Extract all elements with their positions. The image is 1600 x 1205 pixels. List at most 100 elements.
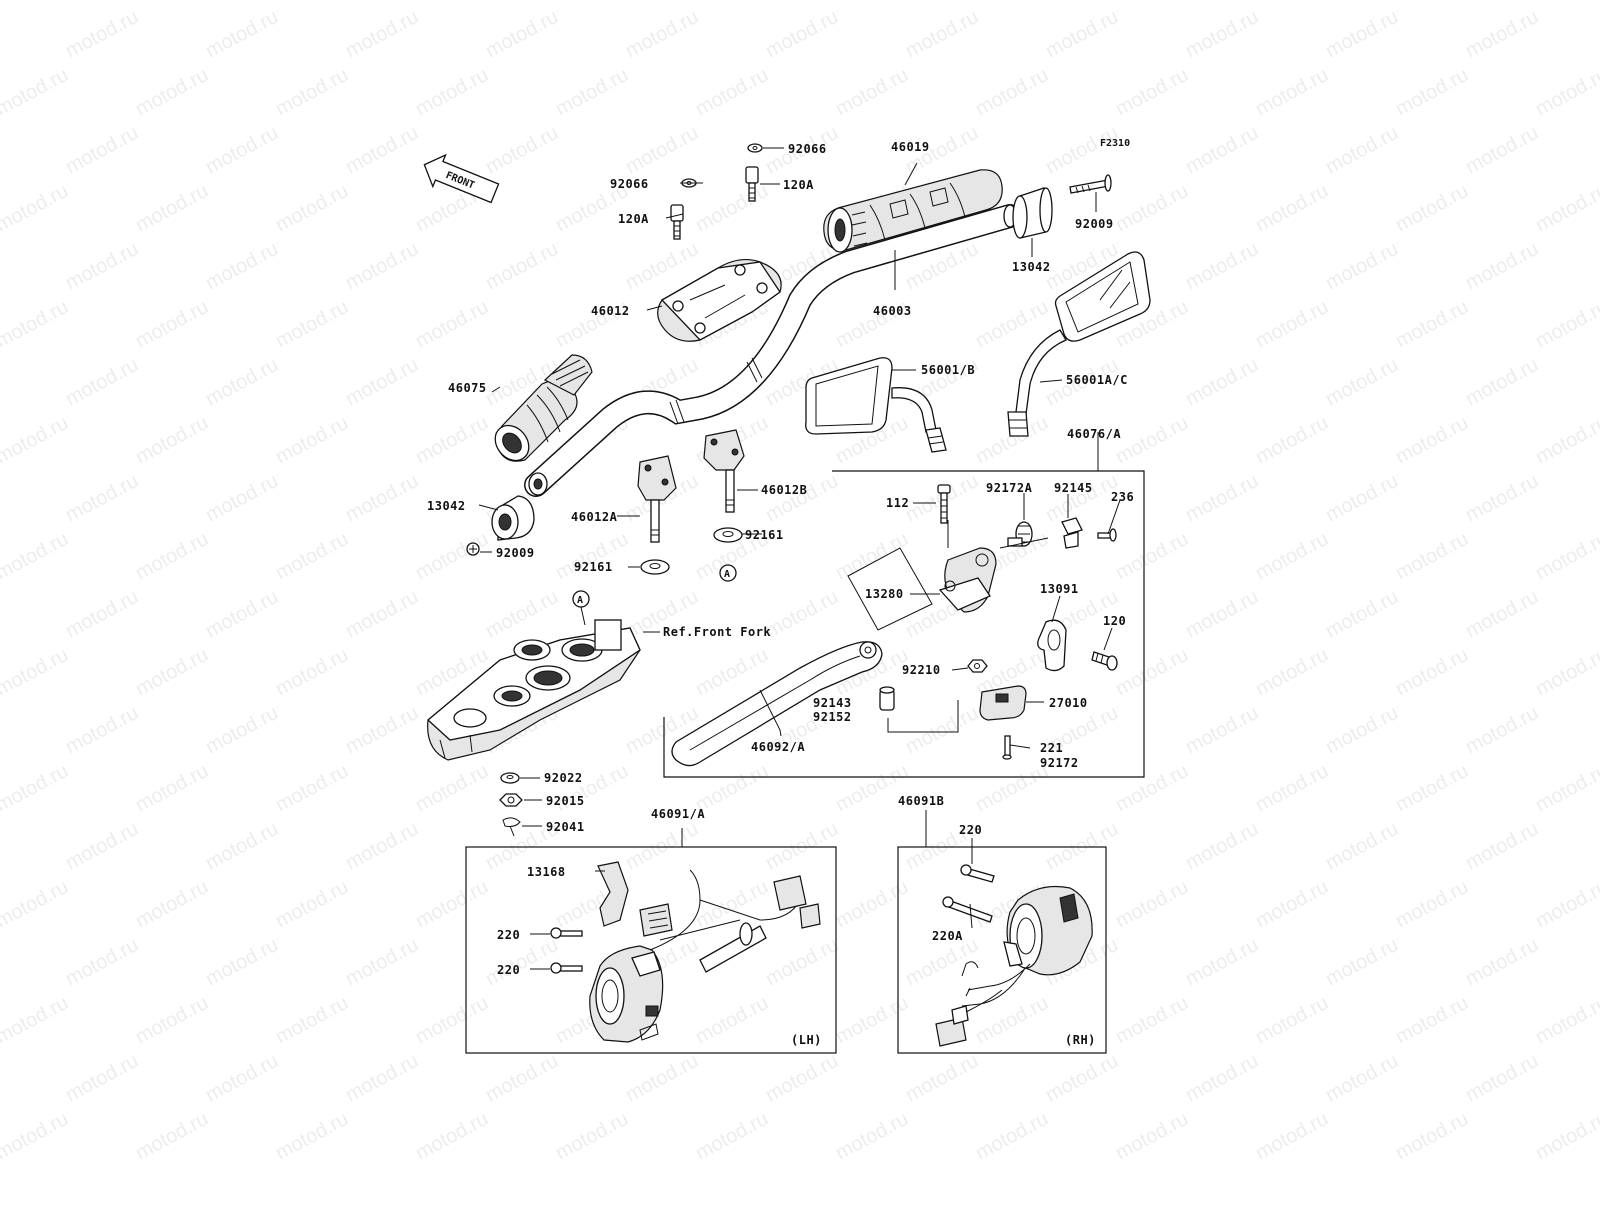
watermark-text: motod.ru <box>0 412 72 468</box>
watermark-text: motod.ru <box>1532 760 1600 816</box>
watermark-text: motod.ru <box>202 586 282 642</box>
watermark-text: motod.ru <box>692 64 772 120</box>
watermark-text: motod.ru <box>62 6 142 62</box>
label-120: 120 <box>1103 614 1126 628</box>
label-92066-right: 92066 <box>788 142 827 156</box>
watermark-text: motod.ru <box>62 934 142 990</box>
watermark-text: motod.ru <box>482 6 562 62</box>
label-46091a: 46091/A <box>651 807 705 821</box>
watermark-text: motod.ru <box>1112 180 1192 236</box>
watermark-text: motod.ru <box>1532 1108 1600 1164</box>
screw-220-rh <box>960 864 995 883</box>
watermark-text: motod.ru <box>412 528 492 584</box>
watermark-text: motod.ru <box>272 180 352 236</box>
lh-switch-housing-part <box>589 945 664 1043</box>
watermark-text: motod.ru <box>1462 586 1542 642</box>
label-27010: 27010 <box>1049 696 1088 710</box>
watermark-text: motod.ru <box>272 644 352 700</box>
watermark-text: motod.ru <box>1322 6 1402 62</box>
watermark-text: motod.ru <box>132 644 212 700</box>
ref-circle-a-lower: A <box>572 590 590 608</box>
label-120a-left: 120A <box>618 212 649 226</box>
upper-holder-part <box>657 258 782 342</box>
watermark-text: motod.ru <box>412 992 492 1048</box>
lh-switch-box <box>465 846 837 1054</box>
watermark-text: motod.ru <box>0 992 72 1048</box>
switch-27010 <box>979 685 1027 721</box>
watermark-text: motod.ru <box>622 818 702 874</box>
lower-holder-a-part <box>637 455 677 543</box>
label-46091b: 46091B <box>898 794 944 808</box>
watermark-text: motod.ru <box>202 238 282 294</box>
watermark-text: motod.ru <box>1392 528 1472 584</box>
watermark-text: motod.ru <box>1532 876 1600 932</box>
watermark-text: motod.ru <box>0 180 72 236</box>
watermark-text: motod.ru <box>1462 702 1542 758</box>
svg-text:A: A <box>577 595 583 606</box>
watermark-text: motod.ru <box>1532 644 1600 700</box>
bolt-112 <box>937 484 951 524</box>
watermark-text: motod.ru <box>1462 354 1542 410</box>
watermark-text: motod.ru <box>832 876 912 932</box>
watermark-text: motod.ru <box>1112 1108 1192 1164</box>
label-ref-front-fork: Ref.Front Fork <box>663 625 771 639</box>
clutch-holder-13280 <box>938 547 997 613</box>
watermark-text: motod.ru <box>692 992 772 1048</box>
watermark-text: motod.ru <box>1252 876 1332 932</box>
label-13042-right: 13042 <box>1012 260 1051 274</box>
assembly-bracket-line <box>847 547 933 631</box>
watermark-text: motod.ru <box>132 528 212 584</box>
watermark-text: motod.ru <box>1392 644 1472 700</box>
label-120a-right: 120A <box>783 178 814 192</box>
watermark-text: motod.ru <box>762 586 842 642</box>
watermark-text: motod.ru <box>272 1108 352 1164</box>
watermark-text: motod.ru <box>62 238 142 294</box>
watermark-text: motod.ru <box>1182 1050 1262 1106</box>
watermark-text: motod.ru <box>1182 818 1262 874</box>
washer-92161-left <box>640 559 670 575</box>
watermark-text: motod.ru <box>342 238 422 294</box>
mirror-right-part <box>1007 251 1151 437</box>
watermark-text: motod.ru <box>1252 528 1332 584</box>
watermark-text: motod.ru <box>1112 412 1192 468</box>
watermark-text: motod.ru <box>272 412 352 468</box>
watermark-text: motod.ru <box>902 1050 982 1106</box>
switch-92145 <box>1061 517 1083 549</box>
watermark-text: motod.ru <box>1182 238 1262 294</box>
label-92145: 92145 <box>1054 481 1093 495</box>
watermark-text: motod.ru <box>1392 1108 1472 1164</box>
watermark-text: motod.ru <box>1462 934 1542 990</box>
watermark-text: motod.ru <box>202 702 282 758</box>
watermark-text: motod.ru <box>1112 528 1192 584</box>
label-56001ac: 56001A/C <box>1066 373 1128 387</box>
watermark-text: motod.ru <box>1322 702 1402 758</box>
watermark-text: motod.ru <box>412 296 492 352</box>
watermark-text: motod.ru <box>1322 354 1402 410</box>
watermark-text: motod.ru <box>1252 296 1332 352</box>
label-13280: 13280 <box>865 587 904 601</box>
washer-92161-right <box>713 527 743 543</box>
cover-13168 <box>597 861 629 927</box>
watermark-text: motod.ru <box>1322 586 1402 642</box>
label-220-rh: 220 <box>959 823 982 837</box>
watermark-text: motod.ru <box>272 64 352 120</box>
label-92009-left: 92009 <box>496 546 535 560</box>
watermark-text: motod.ru <box>132 876 212 932</box>
watermark-text: motod.ru <box>342 354 422 410</box>
watermark-text: motod.ru <box>1532 180 1600 236</box>
watermark-text: motod.ru <box>202 122 282 178</box>
bar-end-weight-right <box>1012 187 1053 239</box>
ref-circle-a-upper: A <box>719 564 737 582</box>
label-92172: 92172 <box>1040 756 1079 770</box>
label-13091: 13091 <box>1040 582 1079 596</box>
clamp-13091 <box>1037 619 1067 672</box>
watermark-text: motod.ru <box>1322 818 1402 874</box>
label-13168: 13168 <box>527 865 566 879</box>
label-92210: 92210 <box>902 663 941 677</box>
watermark-text: motod.ru <box>1252 644 1332 700</box>
label-92143: 92143 <box>813 696 852 710</box>
label-13042-left: 13042 <box>427 499 466 513</box>
watermark-text: motod.ru <box>202 818 282 874</box>
watermark-text: motod.ru <box>552 1108 632 1164</box>
